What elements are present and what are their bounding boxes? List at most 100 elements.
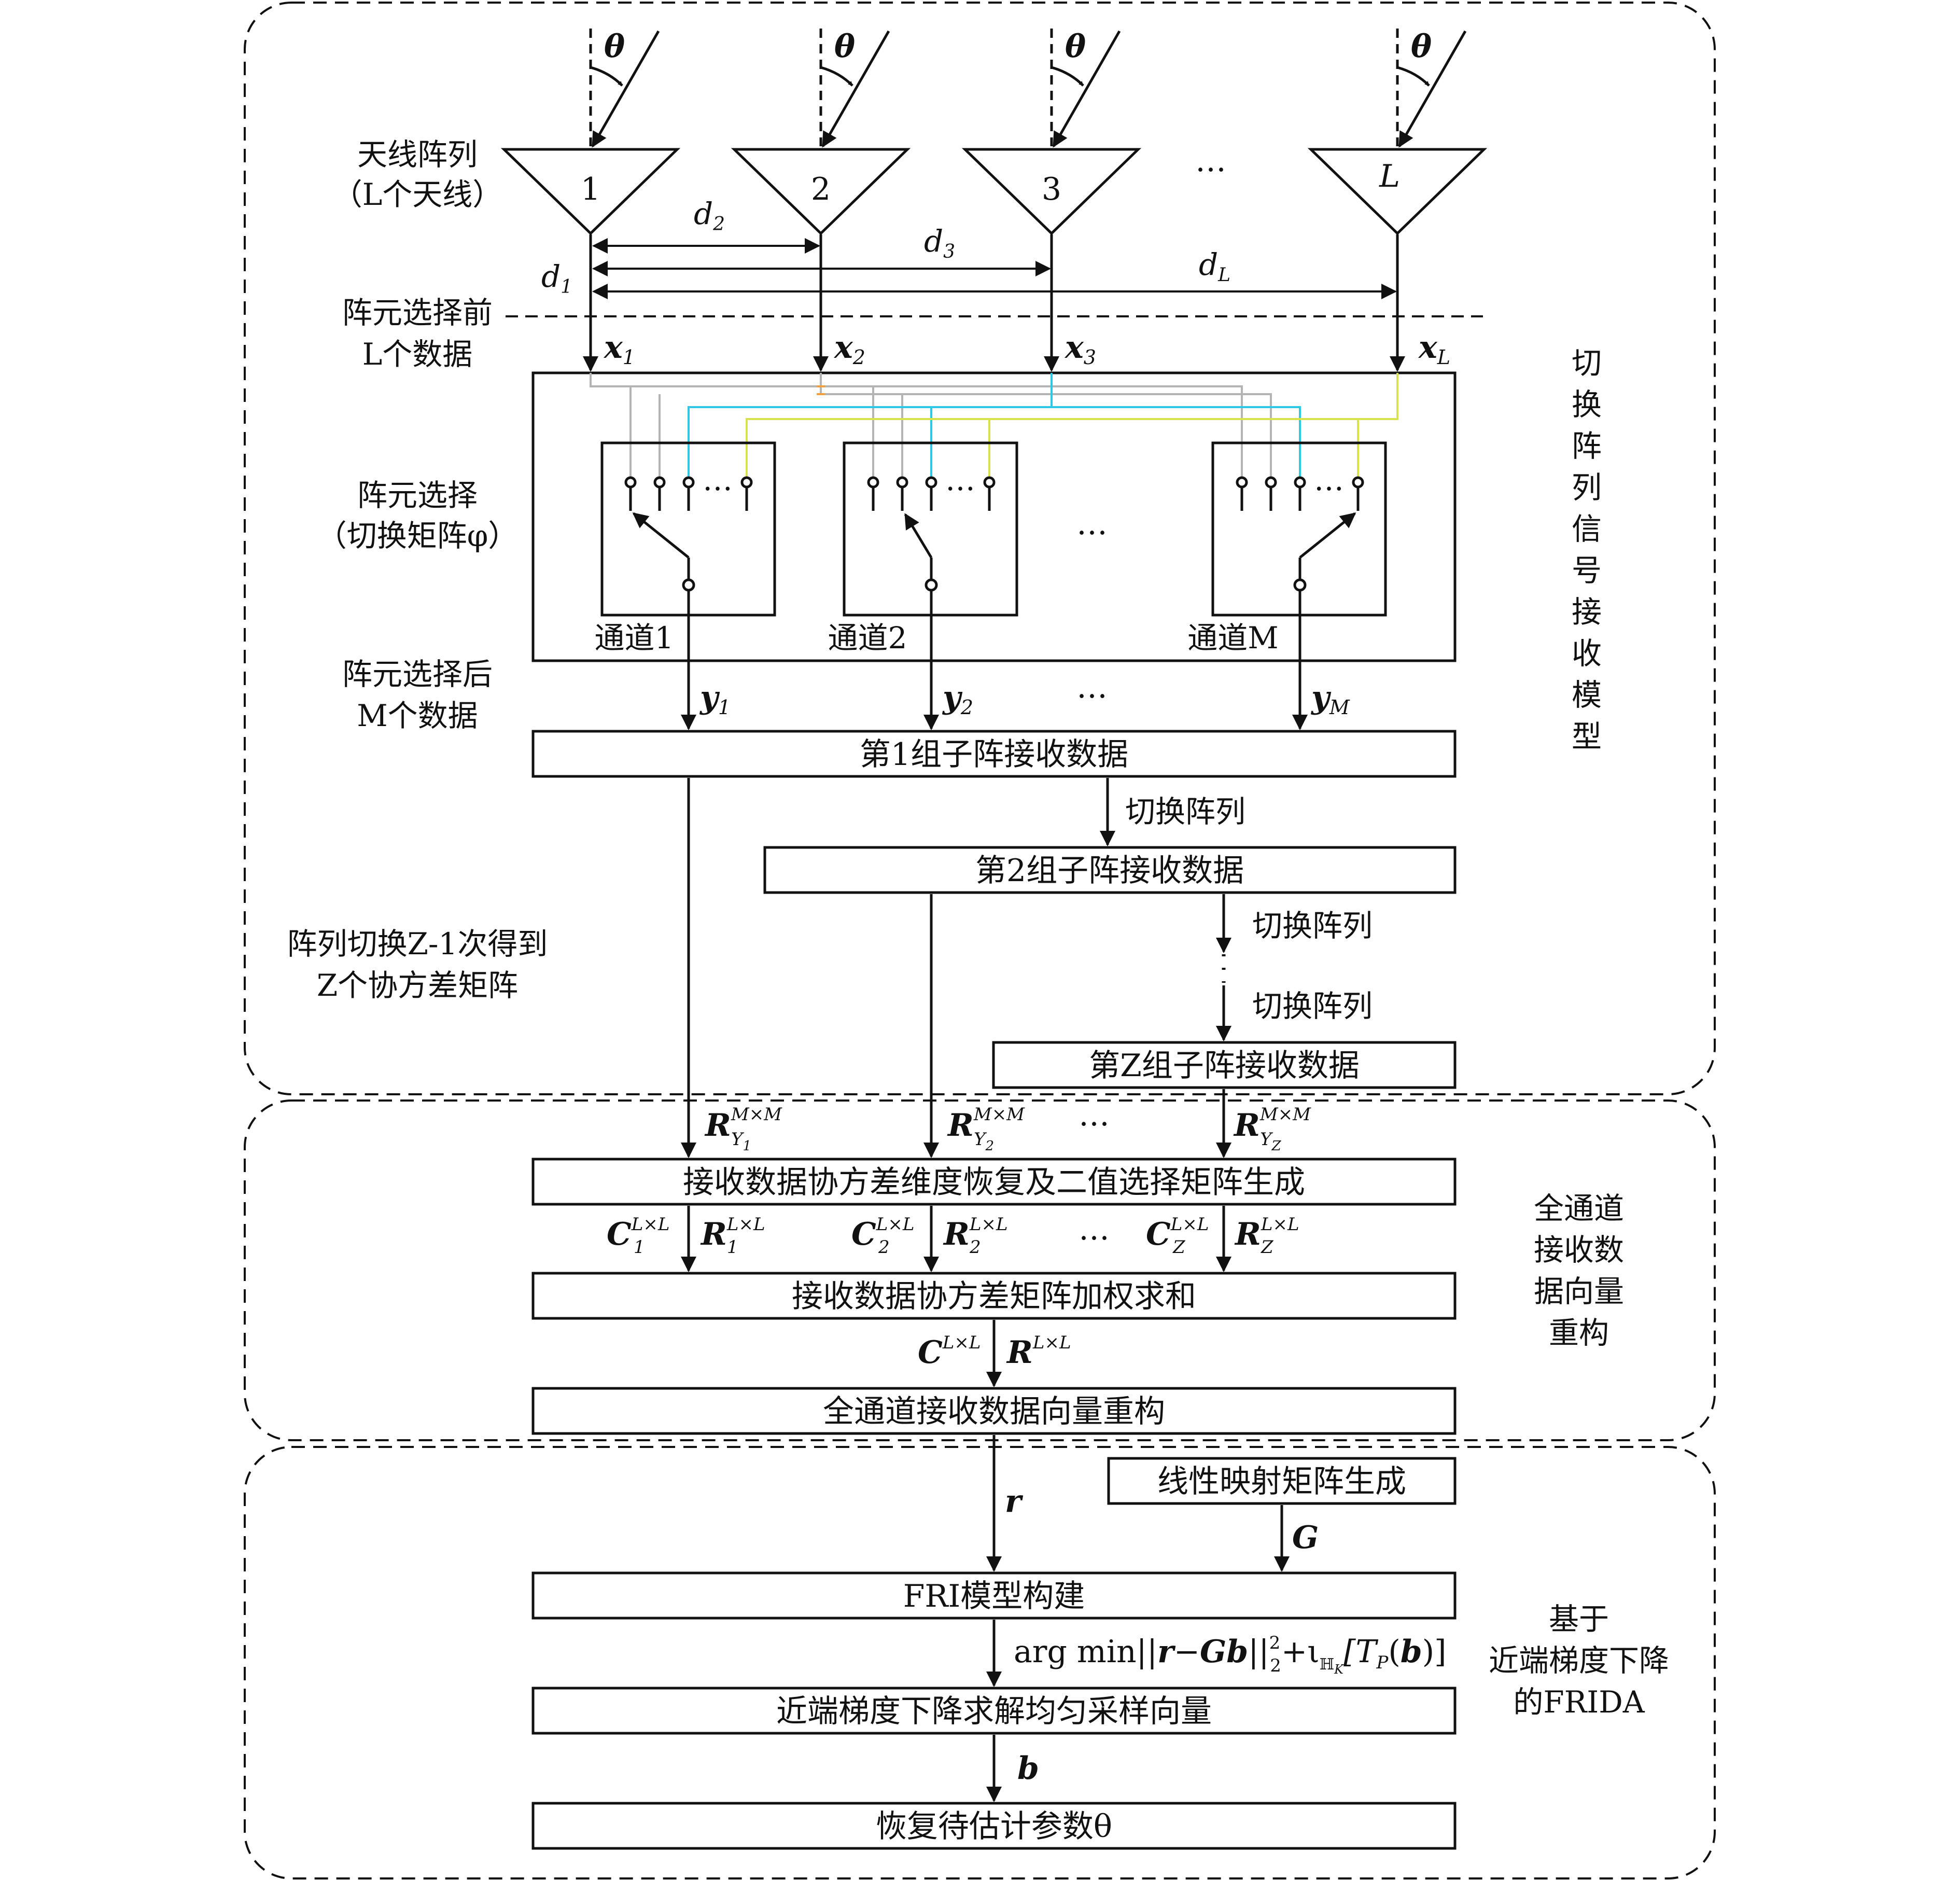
antenna-label-1: 1 bbox=[581, 171, 600, 207]
switch-z-label: 阵列切换Z-1次得到 bbox=[287, 926, 548, 962]
distance-d2: d2 bbox=[694, 196, 725, 235]
section-1-char: 号 bbox=[1572, 553, 1602, 588]
rebuild-label: 全通道接收数据向量重构 bbox=[823, 1394, 1165, 1430]
theta-label-L: θ bbox=[1411, 29, 1432, 65]
prox-gradient-label: 近端梯度下降求解均匀采样向量 bbox=[776, 1693, 1212, 1730]
CR-ellipsis: … bbox=[1079, 1211, 1110, 1247]
subarray-2-box bbox=[763, 846, 1457, 894]
y-label-1: y1 bbox=[699, 679, 731, 719]
before-selection-count-label: L个数据 bbox=[362, 337, 473, 372]
element-select-matrix-label: （切换矩阵φ） bbox=[317, 518, 519, 553]
subarray-Z-label: 第Z组子阵接收数据 bbox=[1089, 1048, 1360, 1084]
restore-label: 接收数据协方差维度恢复及二值选择矩阵生成 bbox=[683, 1164, 1305, 1201]
antenna-label-L: L bbox=[1379, 158, 1400, 194]
section-2-title-line: 据向量 bbox=[1534, 1274, 1624, 1309]
antenna-array-count-label: （L个天线） bbox=[332, 177, 503, 212]
section-1-char: 模 bbox=[1572, 677, 1602, 713]
channel-2-switch bbox=[843, 441, 1018, 617]
y-label-M: yM bbox=[1310, 679, 1350, 719]
antenna-array-label: 天线阵列 bbox=[357, 137, 478, 172]
final-box bbox=[531, 1802, 1457, 1850]
switch-arrows bbox=[1100, 778, 1231, 1041]
before-selection-label: 阵元选择前 bbox=[342, 295, 493, 330]
channel-1-label: 通道1 bbox=[595, 620, 674, 656]
linear-map-label: 线性映射矩阵生成 bbox=[1157, 1464, 1406, 1500]
channel-M-switch bbox=[1211, 441, 1387, 617]
section-1-char: 信 bbox=[1572, 511, 1602, 547]
prox-gradient-box bbox=[531, 1687, 1457, 1735]
section-1-char: 列 bbox=[1572, 470, 1602, 505]
weight-sum-box bbox=[531, 1272, 1457, 1320]
switch-label-1: 切换阵列 bbox=[1125, 794, 1245, 829]
channel-2-label: 通道2 bbox=[828, 620, 907, 656]
incident-waves bbox=[589, 29, 1467, 148]
switch-matrix-box bbox=[531, 371, 1457, 662]
section-1-char: 切 bbox=[1572, 345, 1602, 381]
r-label: r bbox=[1005, 1483, 1024, 1520]
channel-M-label: 通道M bbox=[1187, 620, 1278, 656]
channel-M-dots: … bbox=[1314, 462, 1344, 497]
channel-2-dots: … bbox=[945, 462, 975, 497]
section-frame-reconstruction bbox=[244, 1099, 1716, 1441]
antenna-L-icon bbox=[1307, 148, 1488, 235]
antenna-2-icon bbox=[731, 148, 911, 235]
x-label-2: x2 bbox=[833, 329, 865, 369]
weight-sum-label: 接收数据协方差矩阵加权求和 bbox=[792, 1278, 1196, 1315]
b-label: b bbox=[1017, 1750, 1039, 1787]
section-2-title-line: 重构 bbox=[1549, 1315, 1609, 1350]
section-1-char: 型 bbox=[1572, 719, 1602, 754]
channel-between-dots: … bbox=[1076, 506, 1108, 542]
switch-label-3: 切换阵列 bbox=[1252, 988, 1373, 1024]
section-2-title-line: 接收数 bbox=[1534, 1232, 1624, 1268]
y-ellipsis: … bbox=[1076, 669, 1108, 705]
rebuild-box bbox=[531, 1387, 1457, 1435]
antenna-ellipsis: … bbox=[1195, 143, 1226, 179]
linear-map-box bbox=[1107, 1457, 1457, 1505]
section-1-char: 换 bbox=[1572, 387, 1602, 422]
after-select-label: 阵元选择后 bbox=[342, 657, 493, 692]
x-label-L: xL bbox=[1418, 329, 1450, 369]
distance-arrows bbox=[592, 238, 1397, 299]
section-frame-signal-model bbox=[244, 2, 1716, 1095]
switch-label-2: 切换阵列 bbox=[1252, 908, 1373, 943]
element-select-label: 阵元选择 bbox=[357, 478, 478, 513]
G-label: G bbox=[1292, 1520, 1319, 1556]
section-1-char: 收 bbox=[1572, 636, 1602, 671]
x-label-3: x3 bbox=[1064, 329, 1096, 369]
restore-box bbox=[531, 1158, 1457, 1206]
distance-d3: d3 bbox=[924, 224, 955, 262]
section-1-char: 接 bbox=[1572, 594, 1602, 630]
antenna-1-icon bbox=[500, 148, 681, 235]
channel-output-lines bbox=[681, 590, 1308, 730]
subarray-Z-box bbox=[992, 1041, 1457, 1089]
section-frame-frida bbox=[244, 1446, 1716, 1879]
y-label-2: y2 bbox=[942, 679, 973, 719]
CR-total-r: RL×L bbox=[1006, 1332, 1071, 1371]
fri-model-label: FRI模型构建 bbox=[903, 1578, 1085, 1614]
distance-d1: d1 bbox=[541, 259, 572, 298]
after-select-count-label: M个数据 bbox=[357, 698, 478, 733]
antenna-label-2: 2 bbox=[811, 171, 831, 207]
covariance-lines bbox=[681, 778, 1231, 1158]
subarray-2-label: 第2组子阵接收数据 bbox=[975, 853, 1244, 889]
x-label-1: x1 bbox=[603, 329, 635, 369]
CR-total-c: CL×L bbox=[918, 1332, 981, 1371]
theta-label-2: θ bbox=[834, 29, 855, 65]
final-label: 恢复待估计参数θ bbox=[876, 1808, 1112, 1845]
RY-ellipsis: … bbox=[1079, 1097, 1110, 1133]
restore-to-weight-lines bbox=[681, 1206, 1231, 1272]
channel-1-dots: … bbox=[703, 462, 733, 497]
section-3-title-line: 基于 bbox=[1549, 1602, 1609, 1637]
antenna-label-3: 3 bbox=[1042, 171, 1061, 207]
fri-model-box bbox=[531, 1571, 1457, 1620]
section-3-title-line: 近端梯度下降 bbox=[1489, 1643, 1669, 1678]
section-2-title-line: 全通道 bbox=[1534, 1191, 1624, 1226]
